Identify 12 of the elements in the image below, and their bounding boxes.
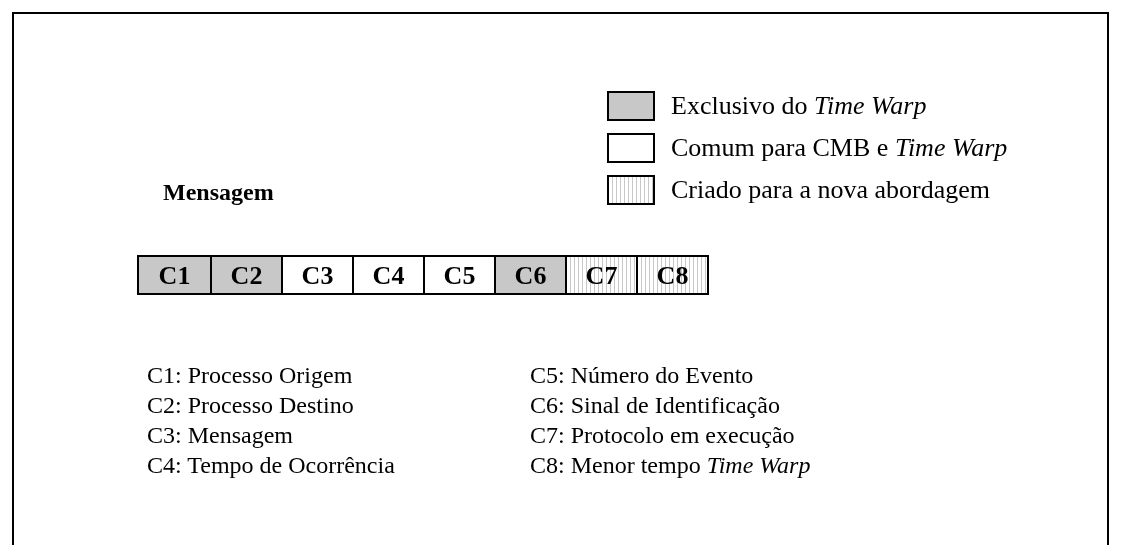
field-definition: C1: Processo Origem: [147, 361, 354, 390]
field-definition: C8: Menor tempo Time Warp: [530, 451, 811, 480]
field-definition: C5: Número do Evento: [530, 361, 755, 390]
legend-text: Exclusivo do Time Warp: [671, 92, 927, 119]
field-definition: C2: Processo Destino: [147, 391, 355, 420]
legend-text: Criado para a nova abordagem: [671, 176, 991, 203]
heading: Mensagem: [163, 180, 274, 204]
legend-text: Comum para CMB e Time Warp: [671, 134, 1008, 161]
field-definition: C4: Tempo de Ocorrência: [147, 451, 396, 480]
field-definition: C7: Protocolo em execução: [530, 421, 796, 450]
field-definition: C3: Mensagem: [147, 421, 294, 450]
field-definition: C6: Sinal de Identificação: [530, 391, 781, 420]
